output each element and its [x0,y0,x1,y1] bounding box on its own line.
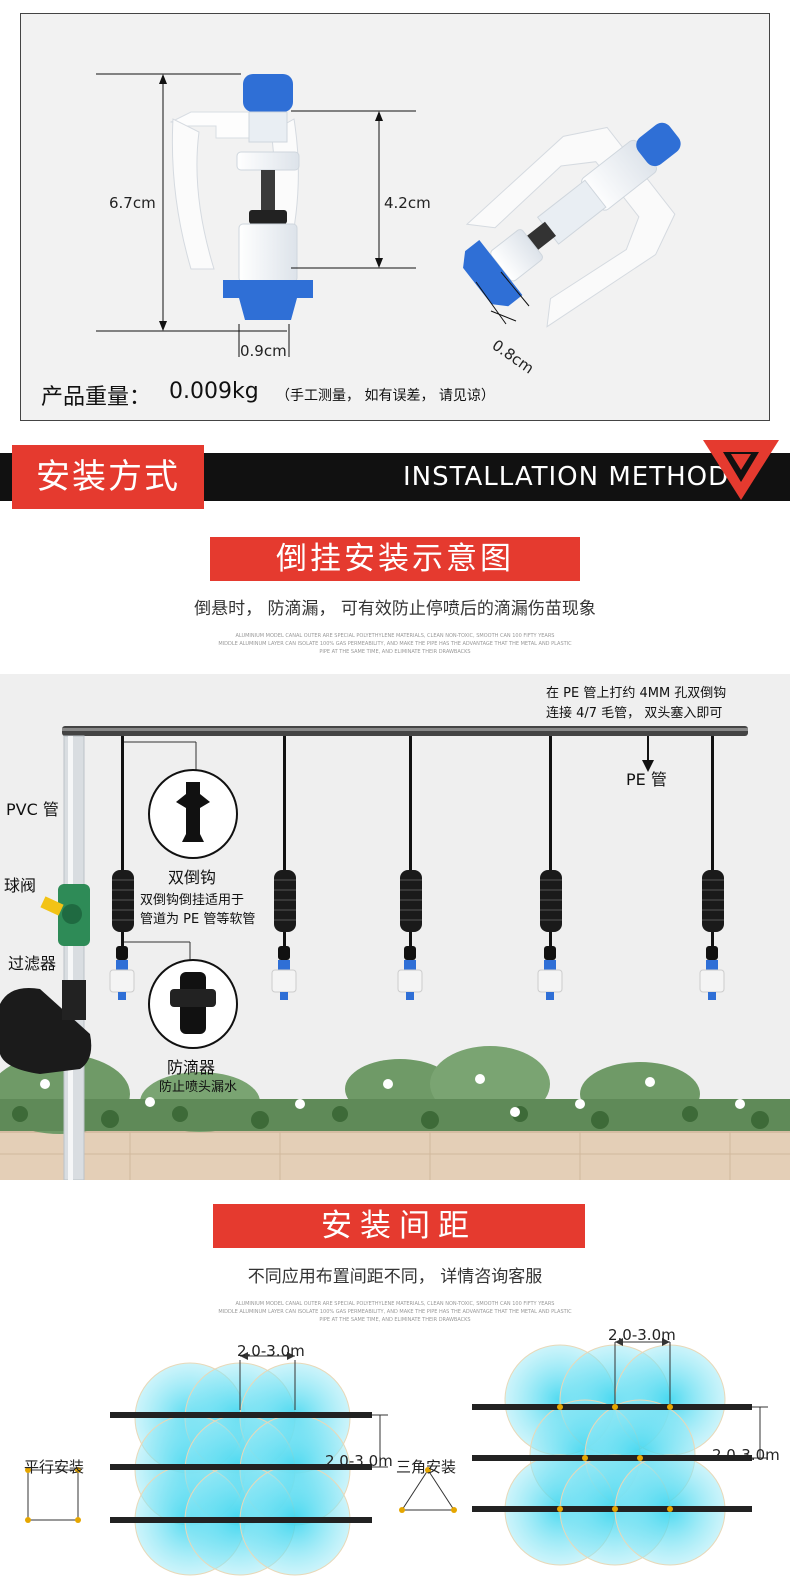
pe-pipe-label: PE 管 [626,770,667,789]
top-note-line-1: 在 PE 管上打约 4MM 孔双倒钩 [546,686,727,701]
bushes [0,1046,790,1134]
ball-valve-label: 球阀 [4,876,37,895]
hanging-install-title: 倒挂安装示意图 [210,537,580,581]
hanging-install-subtitle: 倒悬时， 防滴漏， 可有效防止停喷后的滴漏伤苗现象 [194,599,596,619]
parallel-horizontal-spacing: 2.0-3.0m [237,1342,305,1360]
filter-label: 过滤器 [8,954,57,973]
hanging-install-diagram: 在 PE 管上打约 4MM 孔双倒钩 连接 4/7 毛管， 双头塞入即可 PE … [0,674,790,1180]
parallel-spray-pattern [110,1352,388,1576]
spacing-subtitle: 不同应用布置间距不同， 详情咨询客服 [247,1267,543,1287]
spacing-title: 安装间距 [213,1204,585,1248]
fine-print-line: PIPE AT THE SAME TIME, AND ELIMINATE THE… [319,649,471,655]
height-dimension: 6.7cm [109,194,156,212]
triangle-layout-icon [399,1467,457,1513]
double-hook-title: 双倒钩 [168,868,217,887]
top-note-line-2: 连接 4/7 毛管， 双头塞入即可 [546,706,723,721]
anti-drip-desc: 防止喷头漏水 [159,1080,238,1095]
hanging-scene-art [0,726,790,1180]
sprinkler-front-view [169,74,313,320]
inner-dimension: 4.2cm [384,194,431,212]
double-hook-desc-2: 管道为 PE 管等软管 [140,912,256,927]
hanging-sprinklers [109,735,725,1001]
section-title-en: INSTALLATION METHOD [403,462,730,492]
triangle-spray-pattern [472,1338,768,1566]
triangle-install-label: 三角安装 [396,1458,457,1476]
parallel-vertical-spacing: 2.0-3.0m [325,1452,393,1470]
spacing-diagram [25,1338,768,1576]
parallel-layout-icon [25,1467,81,1523]
double-hook-desc-1: 双倒钩倒挂适用于 [140,893,245,908]
triangle-vertical-spacing: 2.0-3.0m [712,1446,780,1464]
fine-print-line: ALUMINIUM MODEL CANAL OUTER ARE SPECIAL … [235,633,555,639]
width-dimension: 0.9cm [240,342,287,360]
anti-drip-title: 防滴器 [167,1058,216,1077]
sprinkler-photo [96,73,681,357]
triangle-horizontal-spacing: 2.0-3.0m [608,1326,676,1344]
weight-note: （手工测量， 如有误差， 请见谅） [276,388,495,404]
section-banner-label-box [12,445,204,509]
product-card: 6.7cm 4.2cm 0.9cm 0.8cm 产品重量： 0.009kg （手… [20,13,770,421]
weight-value: 0.009kg [169,379,259,404]
chevron-down-icon [703,440,779,500]
fine-print-line: PIPE AT THE SAME TIME, AND ELIMINATE THE… [319,1317,471,1323]
pvc-pipe-label: PVC 管 [6,800,59,819]
parallel-install-label: 平行安装 [24,1458,85,1476]
section-title-cn: 安装方式 [36,457,180,497]
weight-label: 产品重量： [41,385,152,410]
sprinkler-angled-view [463,122,681,328]
fine-print-line: MIDDLE ALUMINUM LAYER CAN ISOLATE 100% G… [218,1309,572,1315]
fine-print-line: MIDDLE ALUMINUM LAYER CAN ISOLATE 100% G… [218,641,572,647]
fine-print-line: ALUMINIUM MODEL CANAL OUTER ARE SPECIAL … [235,1301,555,1307]
